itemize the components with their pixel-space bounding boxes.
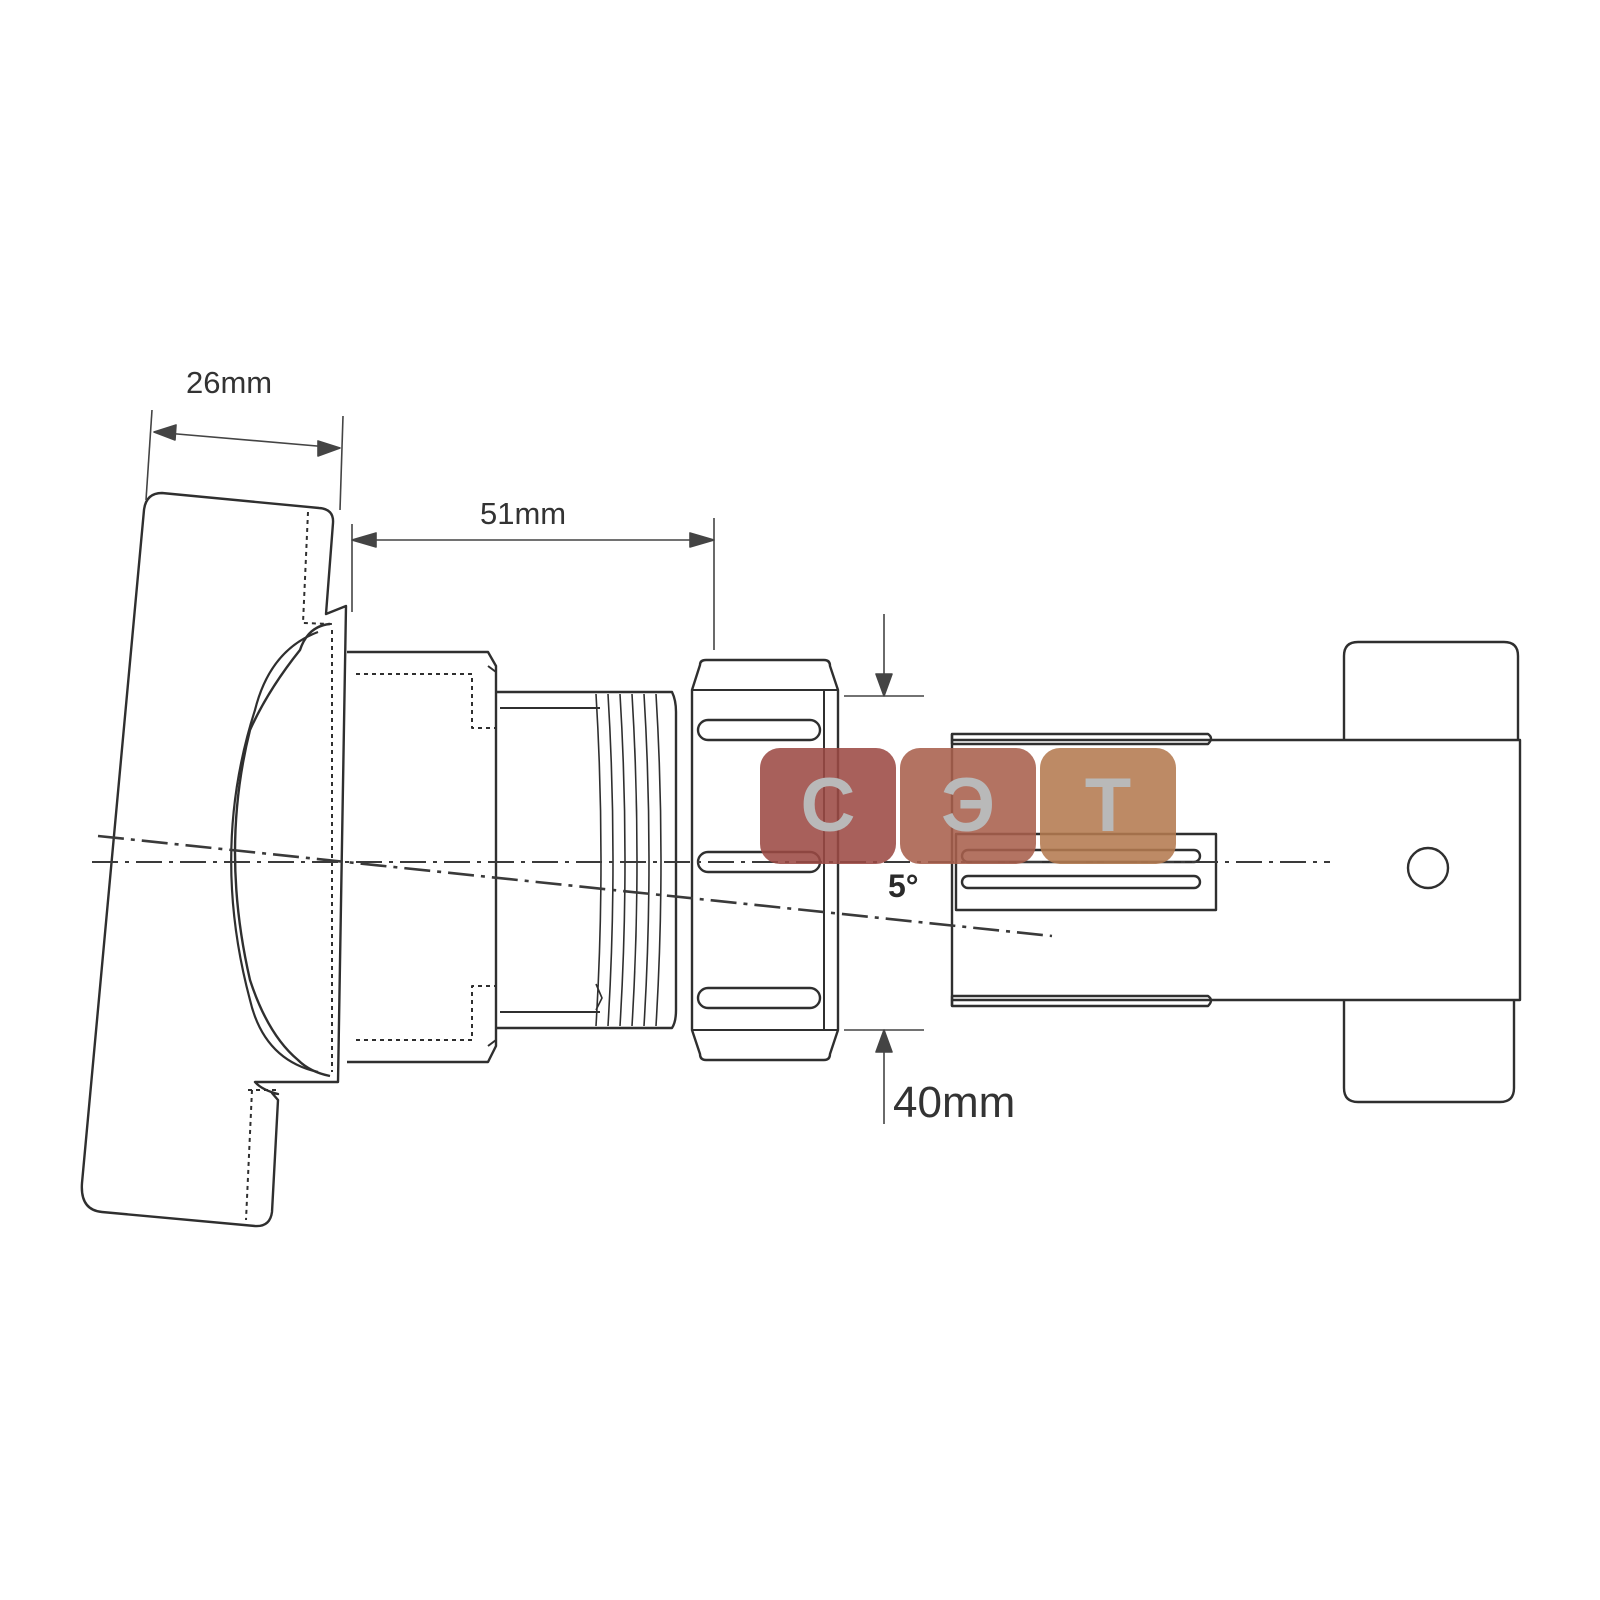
- pipe-diameter-label: 40mm: [893, 1078, 1016, 1127]
- watermark-tile: [760, 748, 896, 864]
- pipe-clip: [1342, 640, 1520, 1104]
- watermark-letter: Т: [1084, 763, 1132, 848]
- dimension-26mm: [145, 409, 344, 511]
- body-length-label: 51mm: [480, 496, 567, 531]
- body: [347, 650, 498, 1064]
- watermark-tile: [900, 748, 1036, 864]
- watermark-tile: [1040, 748, 1176, 864]
- threaded-tube: [496, 690, 678, 1030]
- flange: [80, 491, 348, 1228]
- watermark-logo: С Э Т: [760, 748, 1176, 864]
- angle-label: 5°: [888, 868, 919, 904]
- watermark-letter: С: [800, 763, 856, 848]
- dimension-51mm: [351, 518, 715, 650]
- dimension-40mm: [844, 614, 924, 1124]
- watermark-letter: Э: [940, 763, 996, 848]
- flange-width-label: 26mm: [186, 365, 273, 400]
